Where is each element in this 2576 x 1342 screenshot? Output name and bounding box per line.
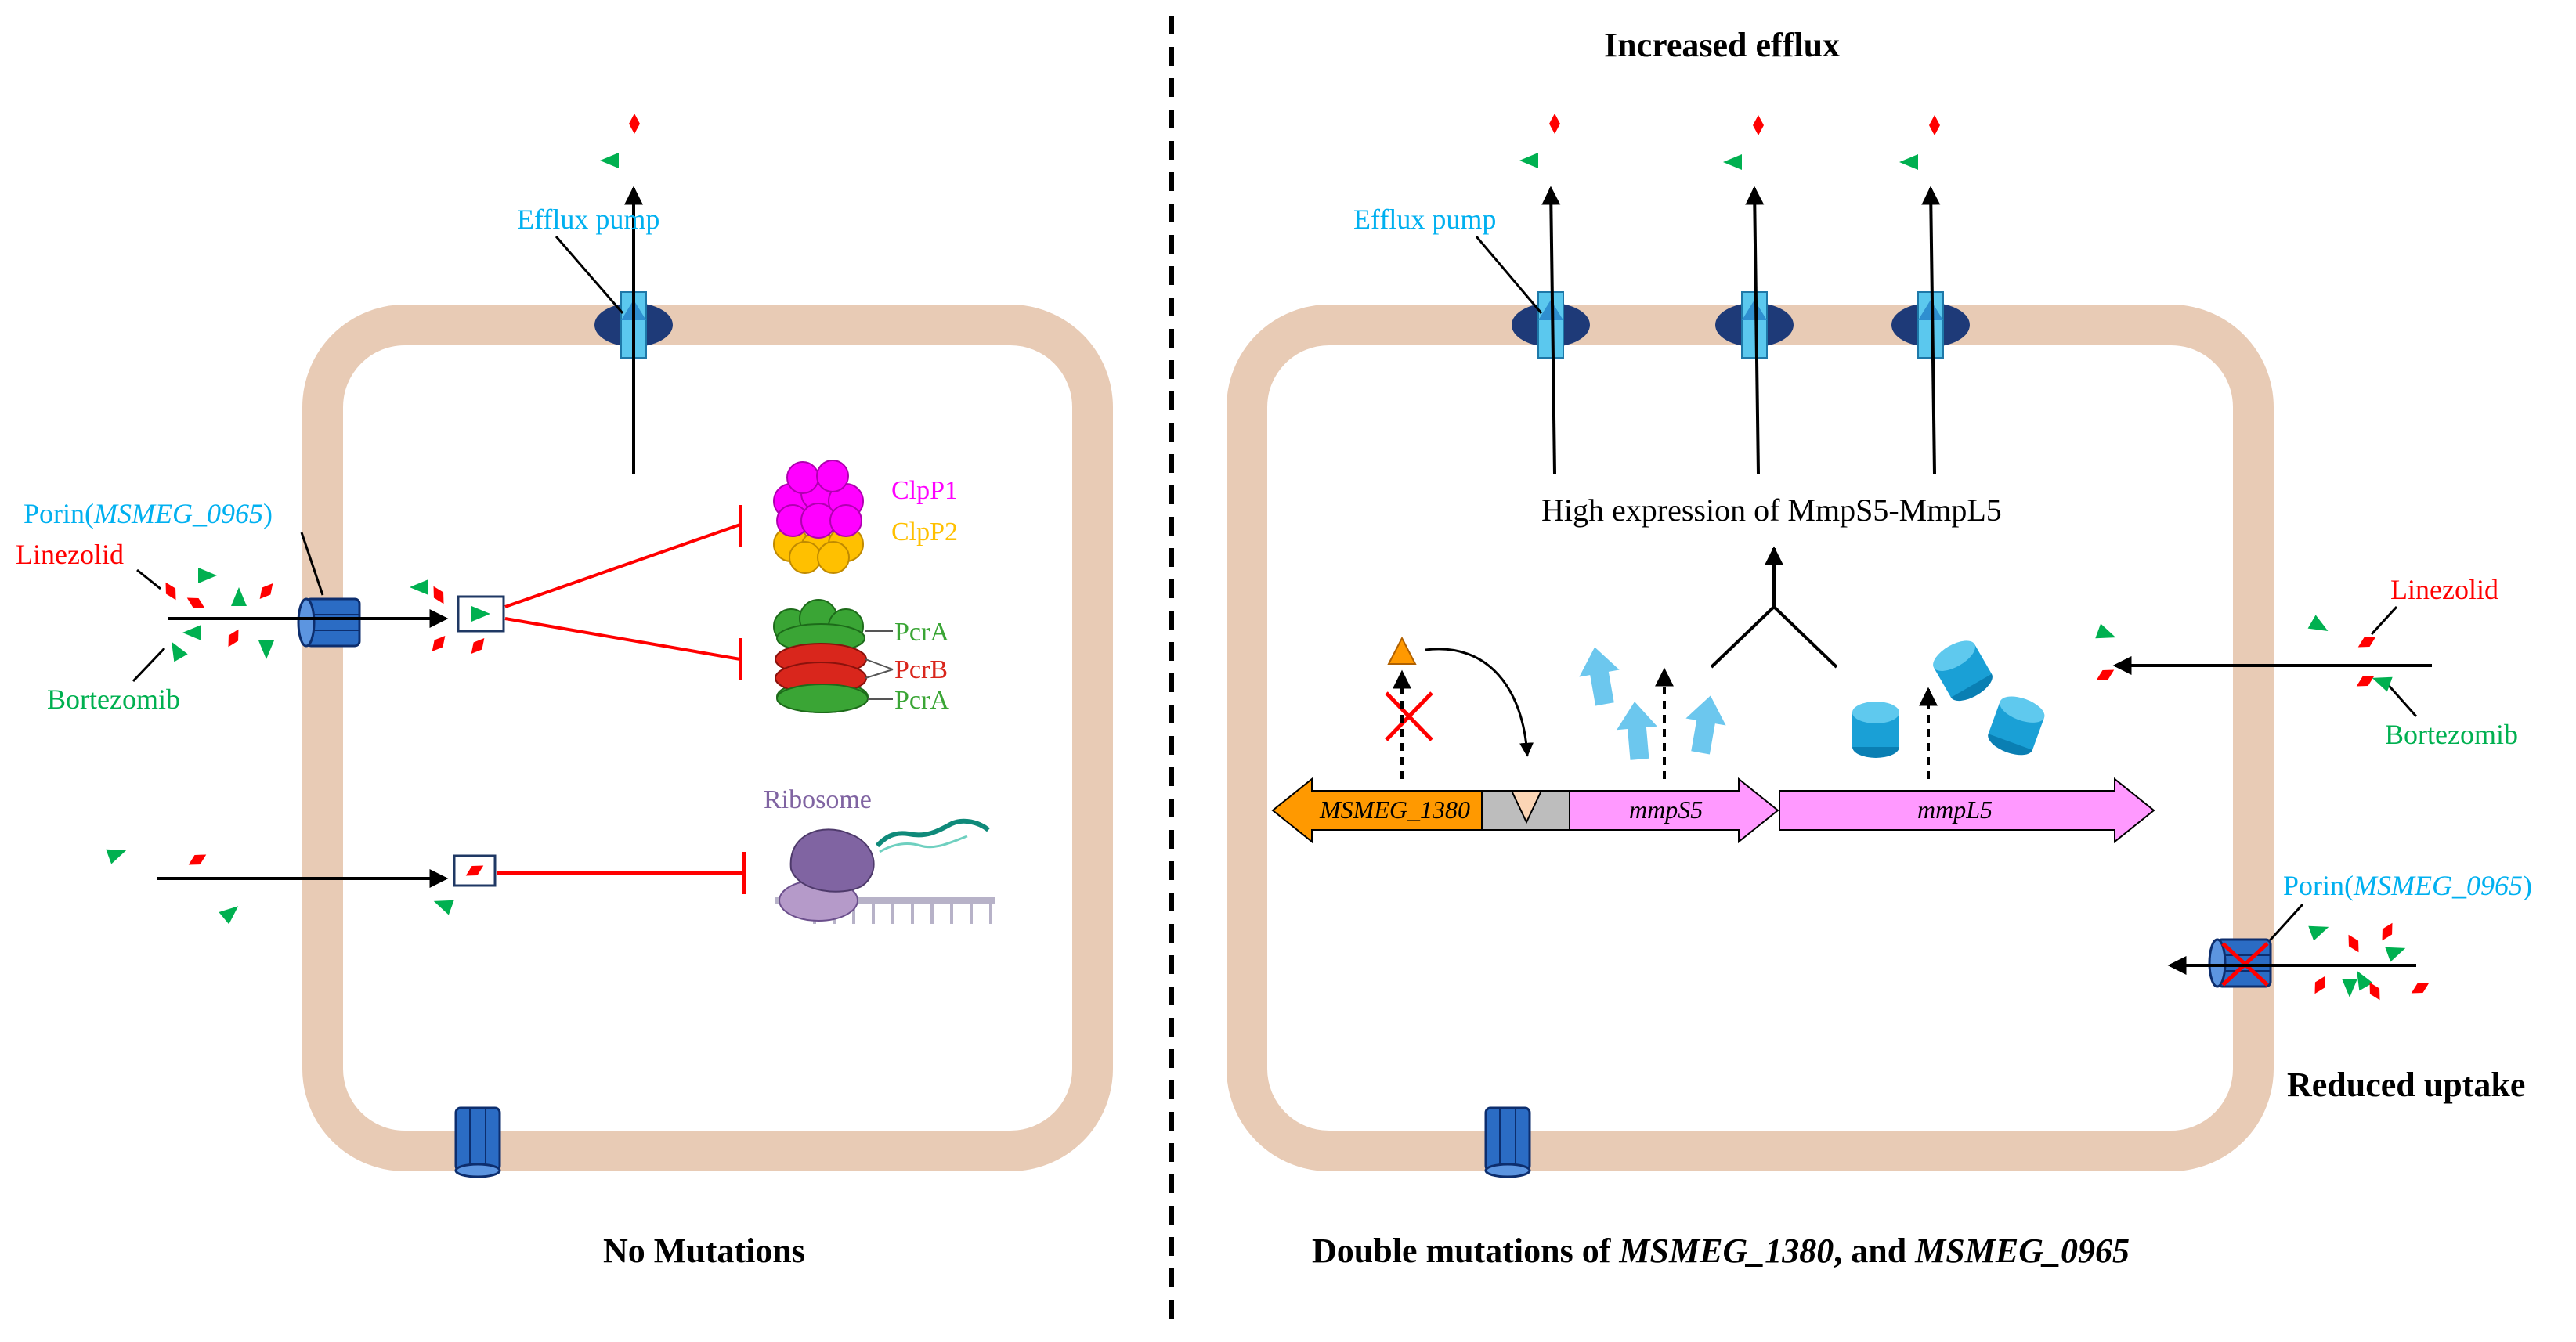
pcra-bottom-label: PcrA	[894, 686, 949, 715]
gene-mmpl5-label: mmpL5	[1917, 795, 1993, 824]
clpp2-label: ClpP2	[891, 518, 958, 547]
bz-drug	[164, 637, 188, 662]
right-efflux-pointer	[1475, 236, 1543, 314]
lz-drug	[223, 626, 244, 650]
left-efflux-linezolid	[629, 114, 640, 134]
bz-drug	[231, 587, 247, 606]
lz-drug	[184, 593, 208, 613]
reduced-uptake-label: Reduced uptake	[2287, 1066, 2525, 1104]
bz-drug	[2095, 623, 2119, 645]
pcra-top-label: PcrA	[894, 618, 949, 647]
right-bottom-porin	[1484, 1106, 1531, 1178]
lz-drug	[1549, 114, 1560, 134]
right-linezolid-pointer	[2370, 605, 2398, 636]
left-linezolid-label: Linezolid	[16, 539, 124, 570]
right-panel: Increased efflux Efflux pump High expres…	[1227, 26, 2532, 1270]
right-porin-label: Porin(MSMEG_0965)	[2283, 870, 2532, 901]
left-bottom-porin	[454, 1106, 501, 1178]
bz-drug	[2385, 940, 2408, 962]
high-expression-label: High expression of MmpS5-MmpL5	[1541, 492, 2002, 528]
gene-msmeg1380-label: MSMEG_1380	[1319, 795, 1470, 824]
left-cell-membrane	[302, 305, 1113, 1171]
gene-mmps5	[1569, 777, 1779, 844]
left-panel: Efflux pump Porin(MSMEG_0965) Linezolid …	[16, 114, 1113, 1270]
lz-drug	[2355, 632, 2379, 652]
right-bortezomib-label: Bortezomib	[2385, 719, 2518, 750]
mmpl5-protein-2	[1928, 634, 1997, 707]
lz-drug	[2310, 973, 2330, 997]
left-efflux-pump-label: Efflux pump	[517, 204, 659, 235]
bz-drug	[2308, 919, 2332, 941]
gene-mmpl5	[1779, 777, 2155, 844]
ribosome-icon	[775, 818, 995, 924]
lz-drug	[161, 579, 181, 603]
mmps5-protein-3	[1680, 692, 1731, 756]
left-bortezomib-pointer	[132, 647, 166, 683]
lz-drug	[1753, 115, 1764, 135]
inhibit-line-pcr	[504, 617, 741, 661]
left-linezolid-pointer	[136, 568, 161, 590]
lz-drug	[2354, 671, 2377, 691]
left-porin	[297, 597, 361, 648]
right-cell-membrane	[1227, 305, 2274, 1171]
right-efflux-arrow-1	[1541, 186, 1561, 474]
left-caption: No Mutations	[603, 1232, 805, 1270]
bz-drug	[410, 579, 428, 595]
bz-drug	[1519, 153, 1538, 168]
repression-curve-arrow	[1425, 648, 1534, 757]
mmpl5-protein-1	[1852, 702, 1899, 758]
bz-drug	[431, 893, 454, 915]
lz-drug	[1929, 115, 1940, 135]
left-efflux-bortezomib	[600, 153, 619, 168]
left-efflux-pointer	[555, 236, 624, 314]
gene-mmps5-label: mmpS5	[1629, 795, 1703, 824]
bz-drug	[198, 568, 217, 583]
right-caption: Double mutations of MSMEG_1380, and MSME…	[1312, 1232, 2130, 1270]
deletion-marker	[1510, 790, 1543, 824]
clpp-complex	[773, 460, 864, 574]
bz-drug	[106, 842, 129, 864]
bz-drug	[258, 640, 274, 659]
lz-drug	[2408, 978, 2432, 998]
increased-efflux-title: Increased efflux	[1604, 26, 1840, 64]
lz-drug	[2377, 920, 2397, 943]
pcr-complex	[773, 599, 869, 713]
bz-drug	[1899, 154, 1918, 170]
right-efflux-pump-label: Efflux pump	[1353, 204, 1496, 235]
mmps5-protein-1	[1574, 644, 1625, 708]
left-bortezomib-label: Bortezomib	[47, 684, 180, 715]
repressor-cross-2	[1385, 691, 1433, 741]
right-linezolid-label: Linezolid	[2390, 574, 2498, 605]
lz-drug	[2343, 932, 2364, 955]
mmps5-protein-2	[1614, 699, 1660, 762]
left-porin-pointer	[300, 532, 324, 596]
right-efflux-arrow-3	[1921, 186, 1941, 474]
clpp1-label: ClpP1	[891, 476, 958, 505]
lz-drug	[255, 579, 277, 603]
bz-drug	[182, 625, 201, 640]
lz-drug	[428, 632, 450, 655]
right-efflux-arrow-2	[1745, 186, 1765, 474]
inhibit-line-clpp	[504, 523, 741, 608]
bz-drug	[1723, 154, 1742, 170]
lz-drug	[467, 634, 489, 658]
right-bortezomib-pointer	[2383, 680, 2418, 717]
ribosome-label: Ribosome	[764, 785, 872, 814]
bz-drug	[2369, 670, 2393, 692]
repressor-triangle	[1387, 636, 1417, 665]
left-porin-label: Porin(MSMEG_0965)	[23, 498, 273, 529]
bz-drug	[2342, 979, 2357, 997]
lz-drug	[186, 850, 209, 870]
lz-drug	[2094, 665, 2117, 685]
pcrb-label: PcrB	[894, 655, 948, 684]
mmpl5-protein-3	[1984, 691, 2048, 760]
lz-drug	[428, 583, 449, 607]
bz-drug	[2307, 615, 2332, 638]
bz-drug	[219, 900, 244, 925]
